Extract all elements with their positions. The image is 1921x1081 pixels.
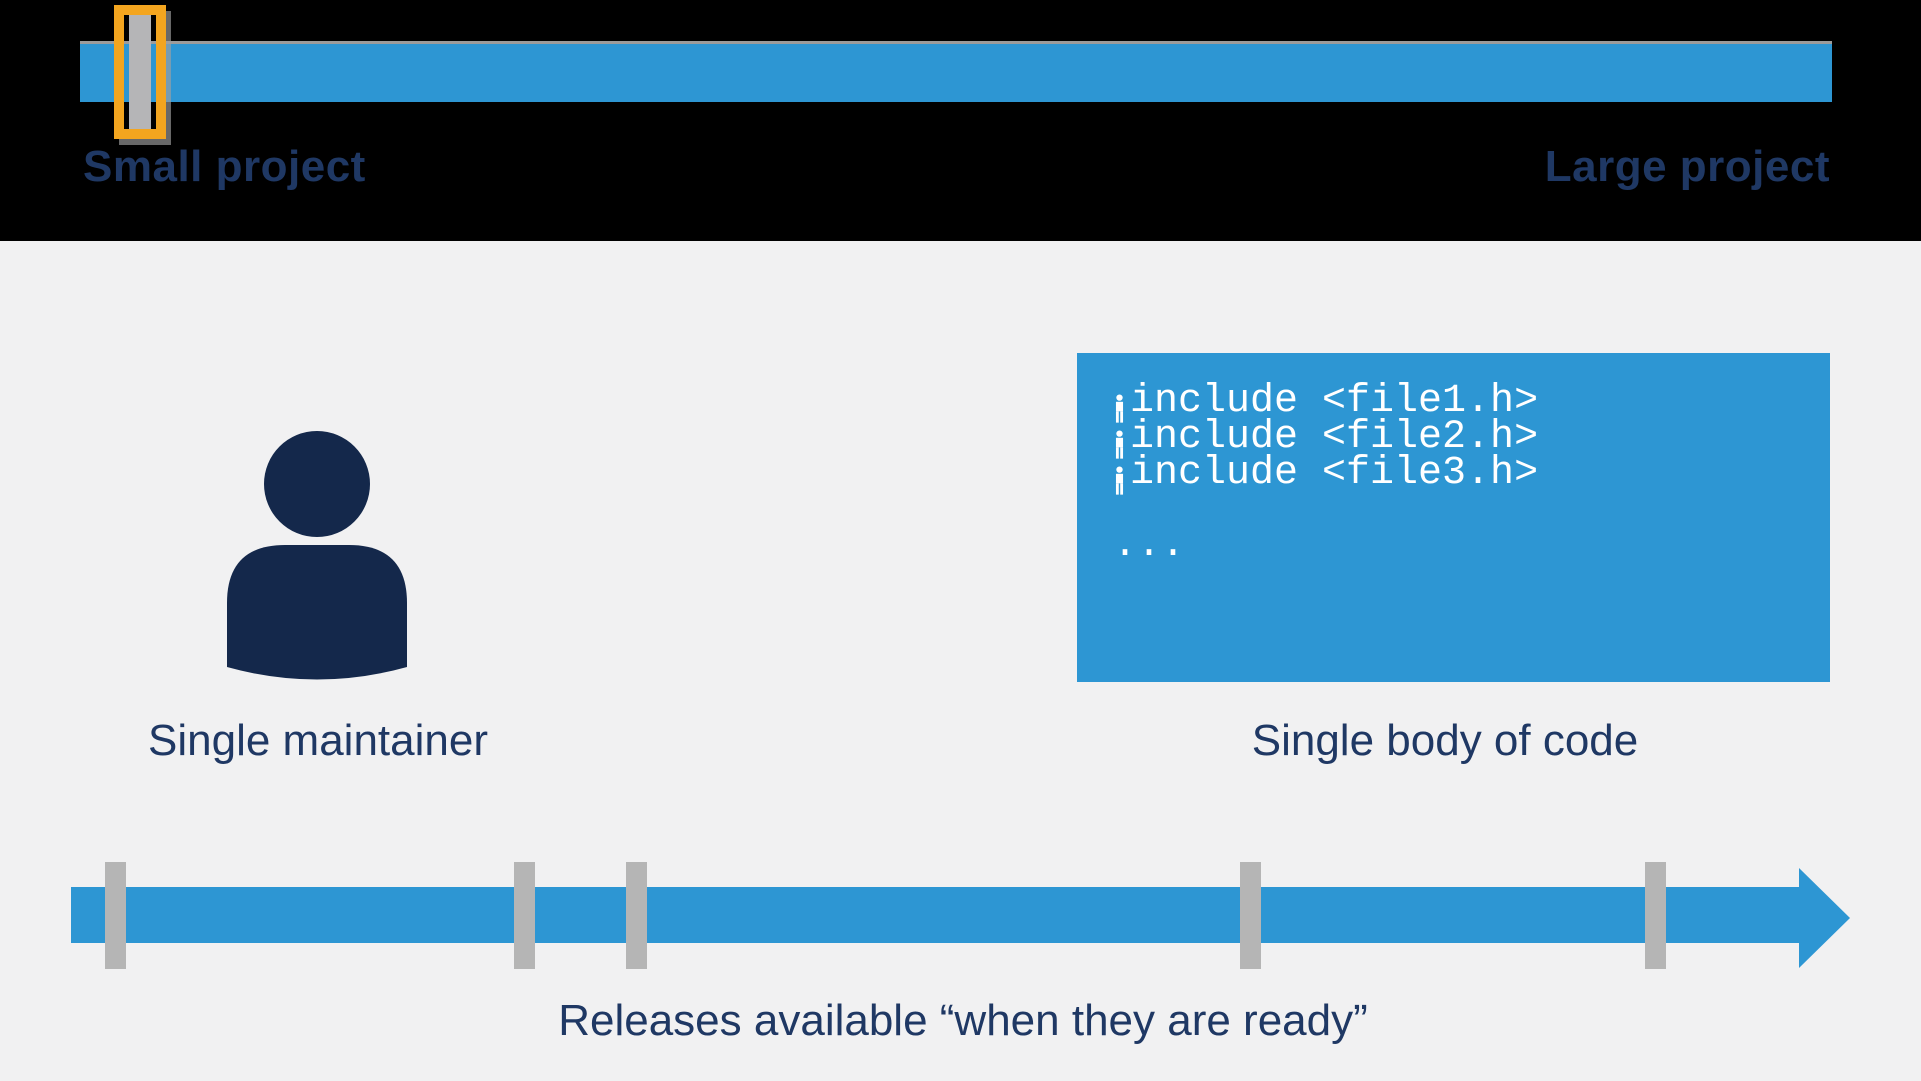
- slider-highlight-box: [114, 5, 166, 139]
- release-tick: [514, 862, 535, 969]
- code-text: include <file3.h>: [1130, 451, 1539, 496]
- code-text: include <file2.h>: [1130, 415, 1539, 460]
- hash-person-icon: [1115, 430, 1124, 459]
- slider-handle: [129, 15, 151, 131]
- hash-person-icon: [1115, 466, 1124, 495]
- code-text: include <file1.h>: [1130, 379, 1539, 424]
- code-line: ...: [1113, 523, 1830, 568]
- arrowhead-icon: [1799, 868, 1850, 968]
- single-body-of-code-caption: Single body of code: [1251, 716, 1639, 765]
- code-line: include <file3.h>: [1113, 451, 1830, 496]
- release-tick: [1240, 862, 1261, 969]
- release-tick: [1645, 862, 1666, 969]
- small-project-label: Small project: [83, 142, 366, 191]
- code-line: include <file2.h>: [1113, 415, 1830, 460]
- release-tick: [105, 862, 126, 969]
- hash-person-icon: [1115, 394, 1124, 423]
- code-line-blank: [1113, 492, 1830, 528]
- person-icon: [227, 431, 407, 680]
- code-text: ...: [1113, 523, 1186, 568]
- release-tick: [626, 862, 647, 969]
- code-line: include <file1.h>: [1113, 379, 1830, 424]
- release-timeline-bar: [71, 887, 1799, 943]
- large-project-label: Large project: [1544, 142, 1830, 191]
- code-panel: include <file1.h> include <file2.h> incl…: [1077, 353, 1830, 682]
- releases-caption: Releases available “when they are ready”: [558, 996, 1368, 1045]
- project-size-bar: [80, 41, 1832, 102]
- single-maintainer-caption: Single maintainer: [148, 716, 488, 765]
- project-size-panel: Small project Large project: [0, 0, 1921, 241]
